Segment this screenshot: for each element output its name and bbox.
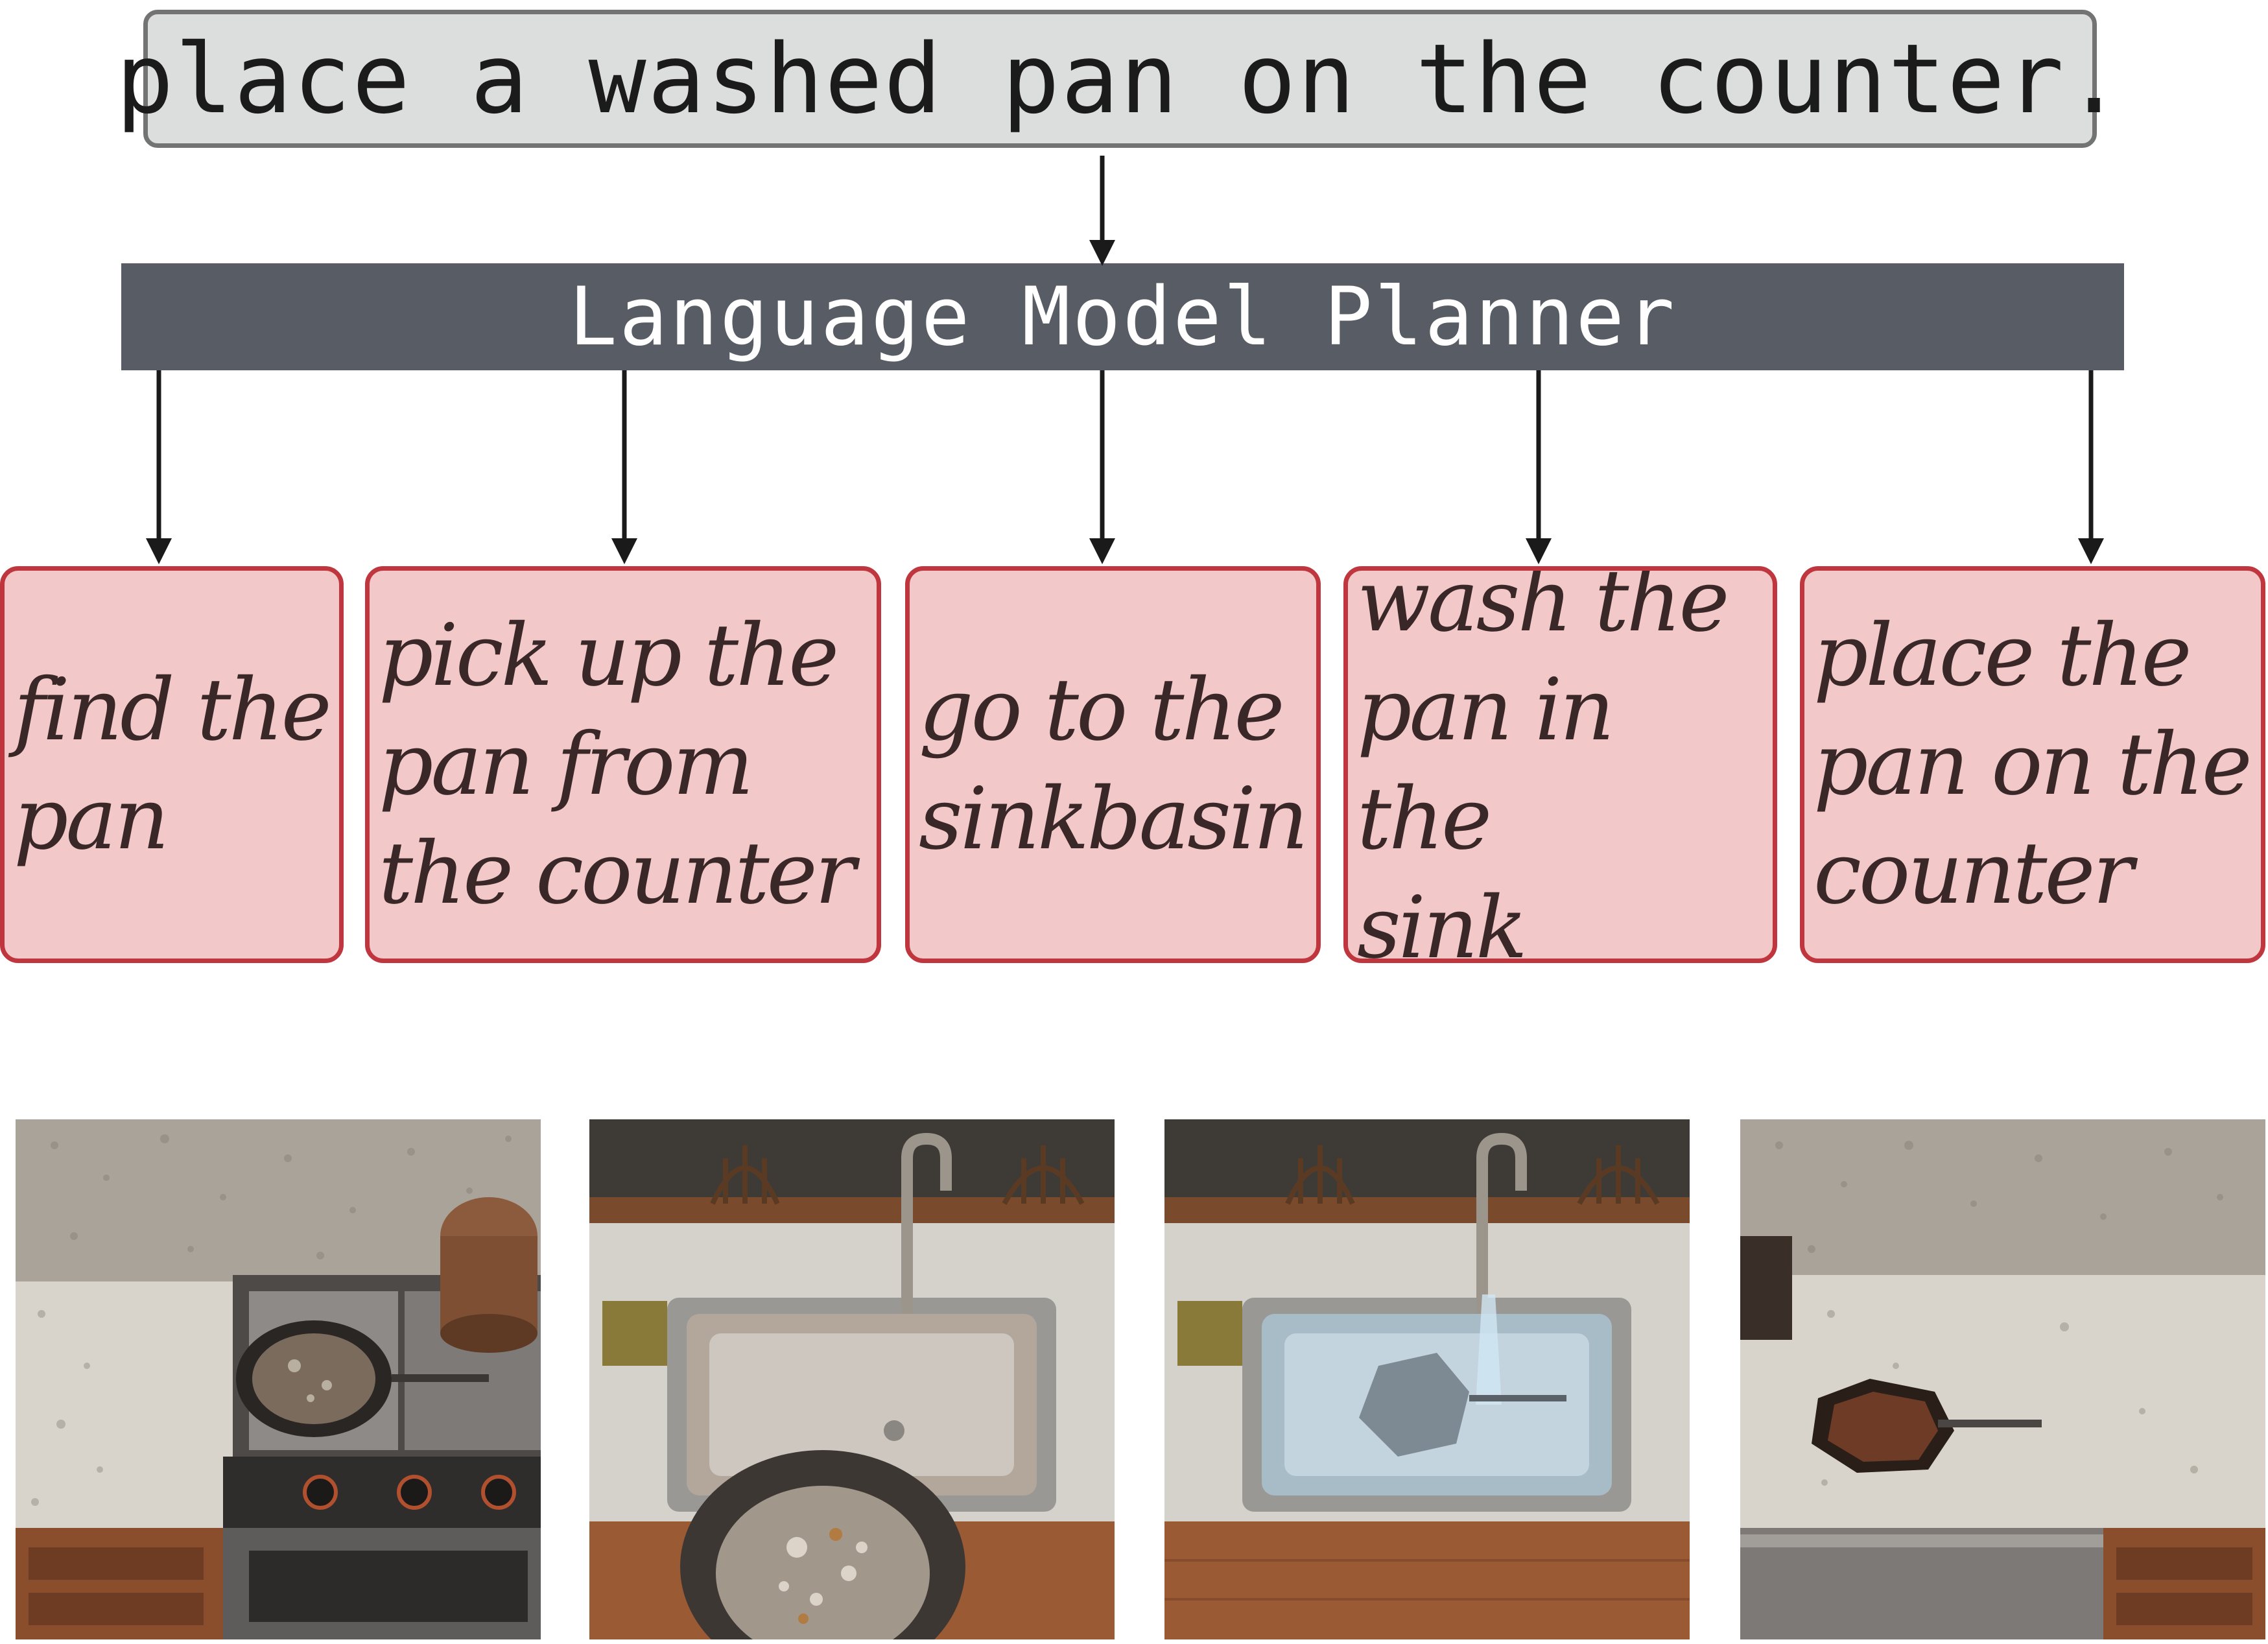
planner-bar: Language Model Planner (121, 263, 2124, 370)
planner-to-step-2-arrow (611, 370, 637, 564)
step-4-text: wash the pan in the sink (1357, 566, 1730, 963)
instruction-to-planner-arrow (1089, 156, 1115, 266)
step-2-box: pick up the pan from the counter (365, 566, 881, 963)
step-3-text: go to the sinkbasin (919, 660, 1308, 869)
step-1-text: find the pan (14, 660, 332, 869)
frame-holding-pan-over-sink (589, 1119, 1115, 1639)
planner-to-step-4-arrow (1526, 370, 1552, 564)
step-1-box: find the pan (0, 566, 344, 963)
planner-to-step-1-arrow (146, 370, 172, 564)
instruction-box: place a washed pan on the counter. (116, 10, 2123, 148)
frame-stove-with-pan (16, 1119, 541, 1639)
frame-pan-in-filled-sink (1164, 1119, 1690, 1639)
step-4-box: wash the pan in the sink (1343, 566, 1777, 963)
frame-pan-on-counter (1740, 1119, 2265, 1639)
step-5-box: place the pan on the counter (1800, 566, 2265, 963)
step-3-box: go to the sinkbasin (905, 566, 1321, 963)
step-2-text: pick up the pan from the counter (379, 606, 856, 923)
planner-to-step-5-arrow (2078, 370, 2104, 564)
step-5-text: place the pan on the counter (1813, 606, 2252, 923)
instruction-text: place a washed pan on the counter. (115, 23, 2125, 135)
planner-label: Language Model Planner (569, 270, 1677, 364)
planner-to-step-3-arrow (1089, 370, 1115, 564)
